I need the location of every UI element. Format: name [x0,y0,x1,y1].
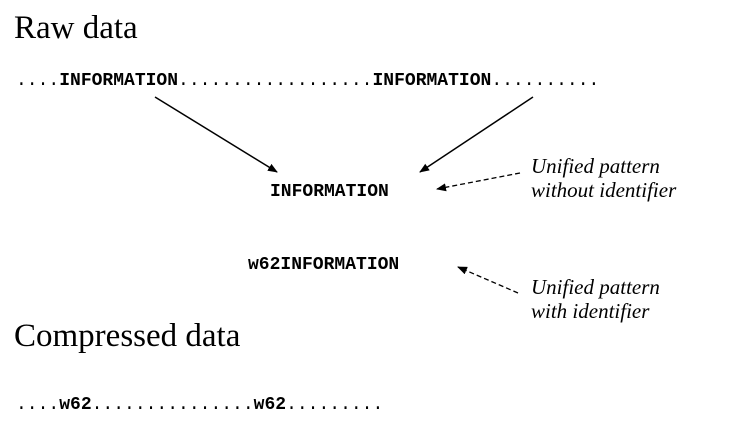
compressed-dots-2: ............... [91,395,254,415]
raw-dots-2: .................. [178,71,373,91]
raw-dots-3: .......... [491,71,600,91]
compressed-id-2: w62 [253,395,287,415]
annotation-with-line-2: with identifier [531,299,650,324]
compressed-dots-1: .... [16,395,60,415]
unified-pattern-plain: INFORMATION [270,182,389,202]
annotation-without-identifier: Unified pattern without identifier [531,154,676,202]
dashed-arrow-with-identifier [457,266,519,294]
raw-dots-1: .... [16,71,60,91]
raw-word-1: INFORMATION [59,71,179,91]
arrow-second-info-to-unified [419,96,534,173]
compressed-id-1: w62 [59,395,92,415]
raw-data-heading: Raw data [14,10,138,46]
annotation-with-identifier: Unified pattern with identifier [531,275,660,323]
compressed-dots-3: ......... [286,395,384,415]
annotation-without-line-2: without identifier [531,178,677,203]
annotation-without-line-1: Unified pattern [531,154,660,178]
annotation-with-line-1: Unified pattern [531,275,660,299]
raw-data-line: ....INFORMATION..................INFORMA… [16,72,599,90]
dashed-arrow-without-identifier [436,172,521,192]
arrow-first-info-to-unified [154,96,278,173]
unified-pattern-with-id: w62INFORMATION [248,255,400,275]
raw-word-2: INFORMATION [372,71,492,91]
compressed-data-heading: Compressed data [14,318,241,354]
compressed-data-line: ....w62...............w62......... [16,396,383,414]
